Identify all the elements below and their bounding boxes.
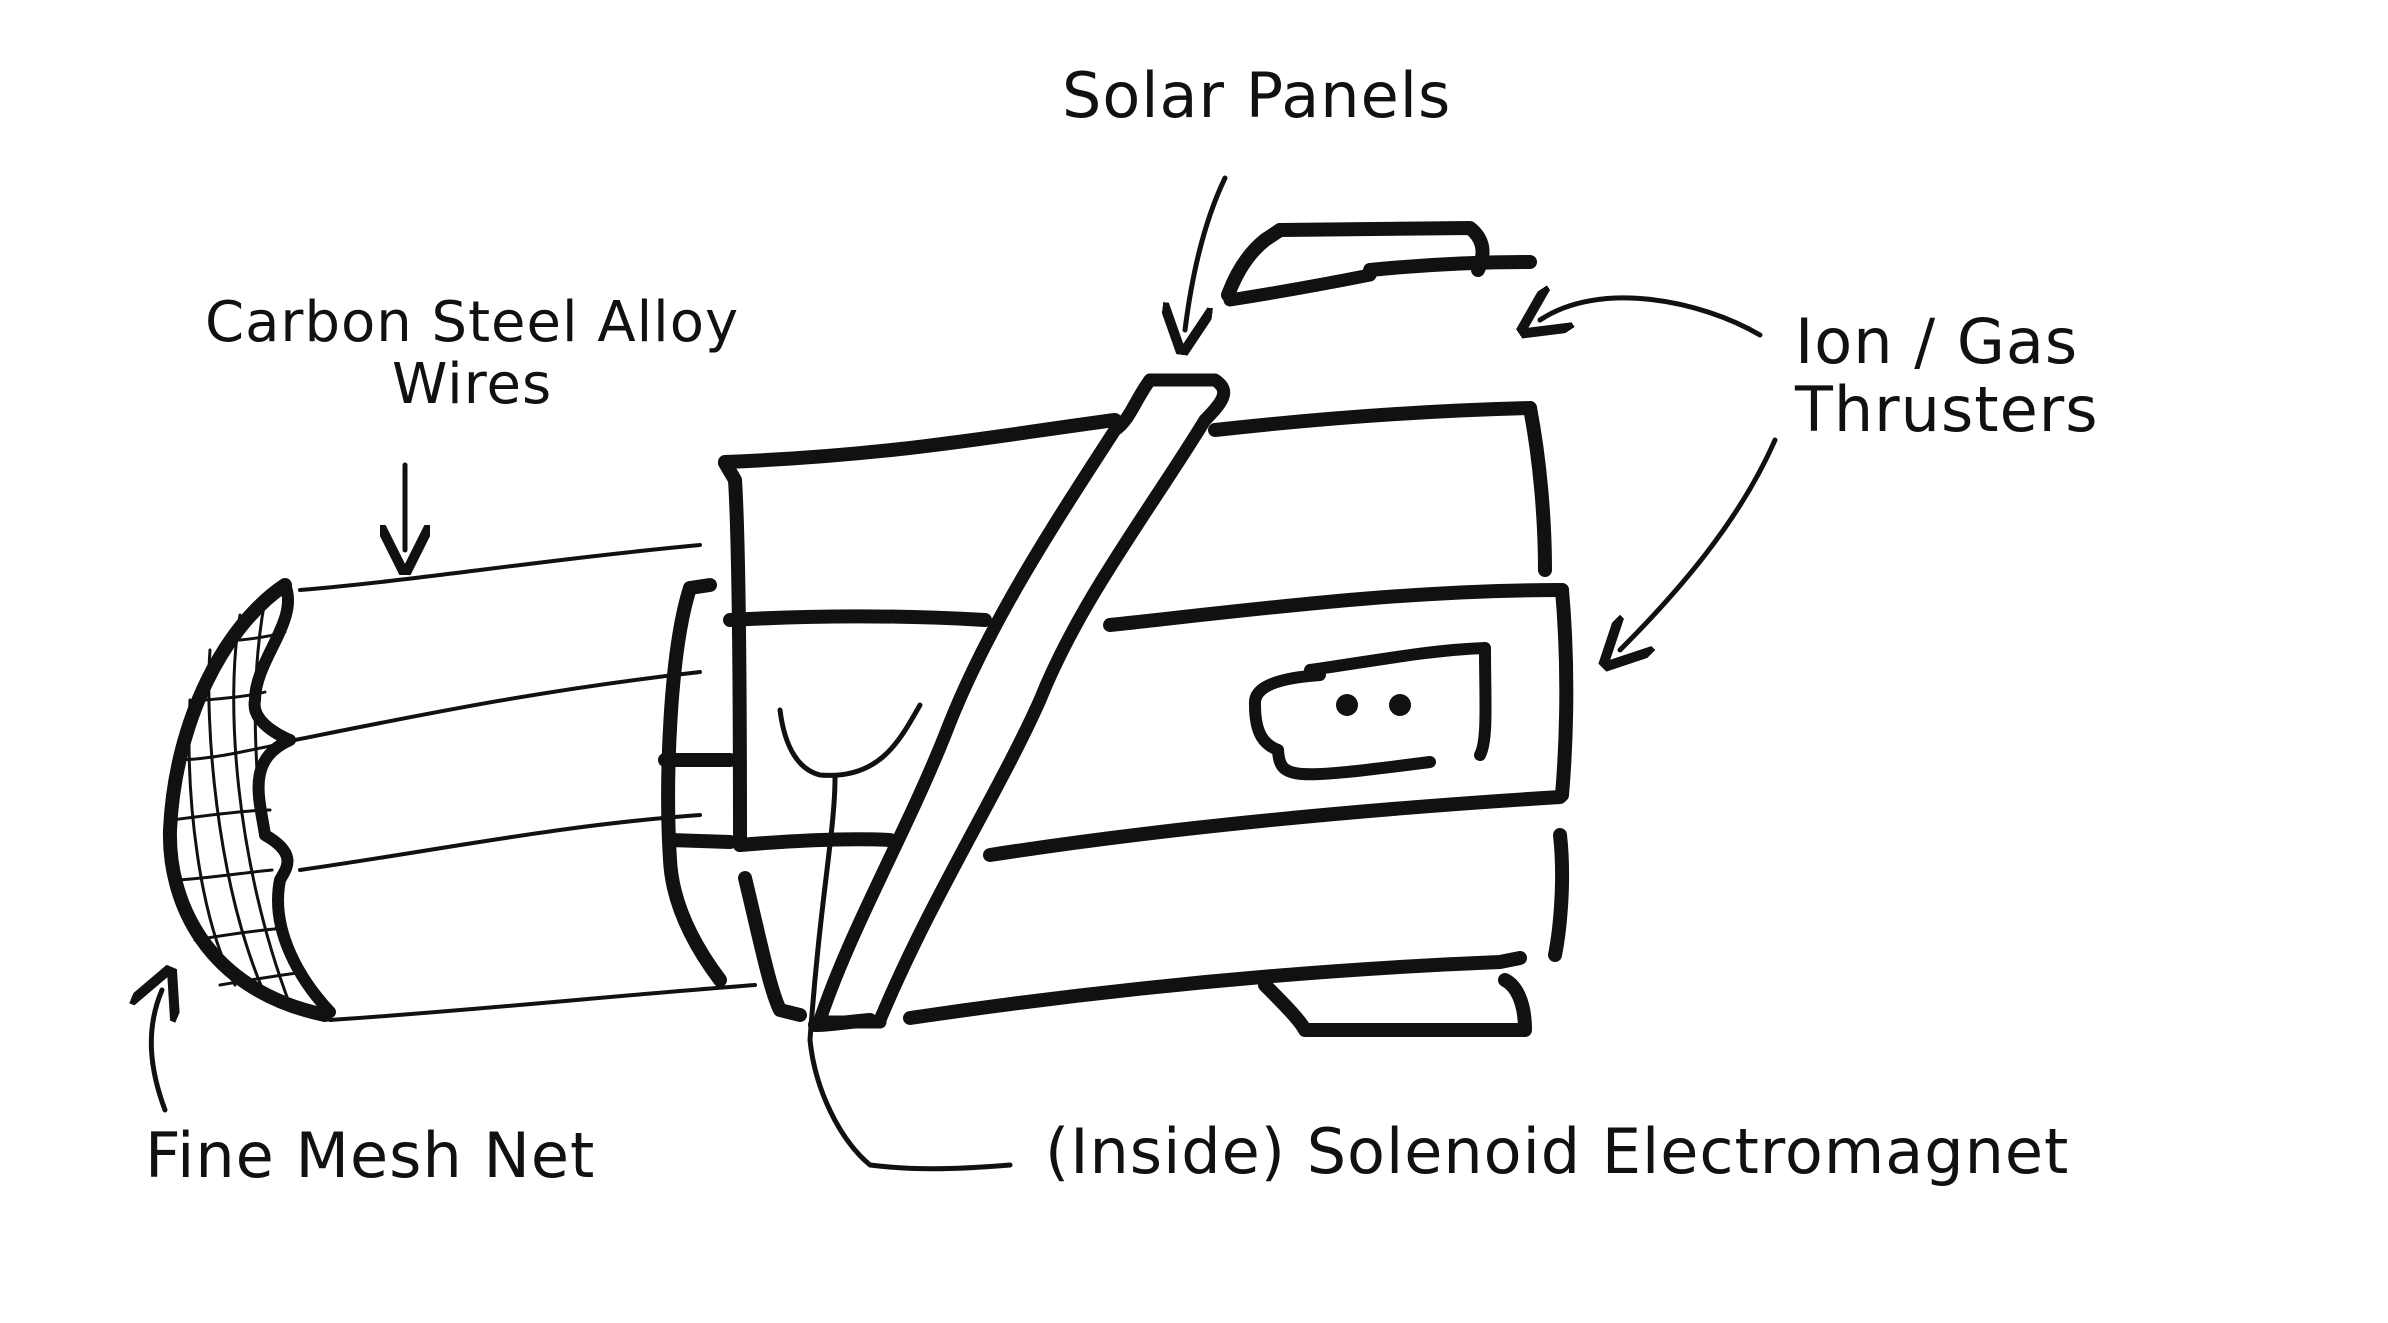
solar-panel-strip [813,268,1377,1029]
label-carbon-line2: Wires [392,351,553,417]
indicator-dots [1336,694,1411,716]
label-ion-line2: Thrusters [1795,373,2099,447]
fine-mesh-net [162,578,336,1022]
label-solar-panels: Solar Panels [1062,59,1452,132]
rear-collar [658,578,737,987]
label-fine-mesh-net: Fine Mesh Net [145,1119,596,1192]
label-ion-gas-thrusters: Ion / Gas Thrusters [1795,305,2099,447]
spacecraft-body [718,221,1574,1037]
label-solenoid-electromagnet: (Inside) Solenoid Electromagnet [1045,1115,2070,1188]
label-carbon-line1: Carbon Steel Alloy [205,290,740,355]
control-panel [1248,642,1492,781]
label-carbon-steel-wires: Carbon Steel Alloy Wires [205,292,739,415]
label-ion-line1: Ion / Gas [1795,305,2079,378]
solenoid-sketch [777,702,1013,1172]
carbon-steel-wires [293,543,757,1022]
annotation-arrows [151,175,1778,1113]
